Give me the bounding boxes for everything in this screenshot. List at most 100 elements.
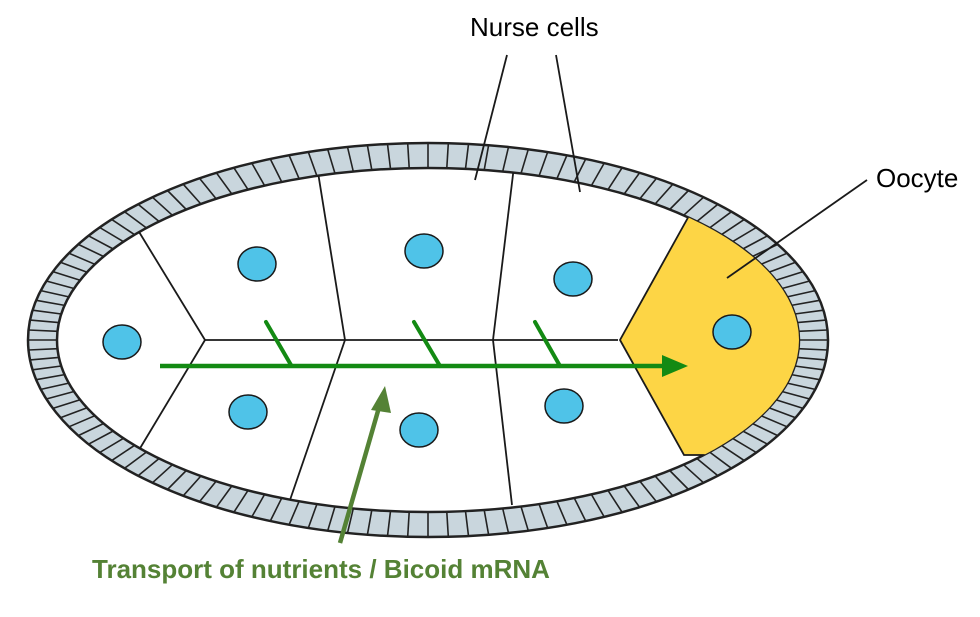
nucleus-lower-3	[544, 388, 584, 424]
follicle-cell-divider	[52, 398, 81, 410]
follicle-cell-divider	[151, 464, 173, 484]
follicle-cell-divider	[446, 511, 450, 537]
follicle-cell-divider	[288, 500, 300, 526]
nucleus-lower-2	[399, 412, 439, 448]
nucleus-upper-1	[237, 246, 277, 282]
follicle-cell-divider	[538, 503, 549, 529]
follicle-cell-divider	[556, 154, 568, 180]
oocyte-pointer	[726, 179, 868, 279]
follicle-cell-divider	[683, 196, 705, 216]
label-pointers	[474, 54, 868, 279]
follicle-cell-divider	[77, 422, 104, 437]
follicle-cell-divider	[326, 506, 336, 531]
follicle-cell-divider	[215, 172, 233, 195]
follicle-cell-divider	[483, 145, 490, 171]
follicle-cell-divider	[787, 382, 816, 391]
follicle-cell-divider	[760, 252, 788, 266]
follicle-cell-divider	[166, 469, 187, 491]
follicle-cell-divider	[683, 464, 705, 484]
follicle-cell-divider	[111, 218, 136, 236]
nucleus-upper-2	[404, 233, 444, 269]
follicle-cell-divider	[791, 299, 820, 307]
follicle-cell-divider	[32, 365, 62, 371]
nurse-cells-label: Nurse cells	[470, 12, 599, 42]
transport-label: Transport of nutrients / Bicoid mRNA	[92, 554, 550, 584]
follicle-cell-divider	[590, 162, 605, 186]
follicle-cell-divider	[366, 145, 373, 171]
follicle-cell-divider	[760, 414, 788, 428]
membrane-upper-1	[315, 168, 346, 341]
follicle-cell-divider	[590, 494, 605, 518]
follicle-cell-divider	[111, 444, 136, 462]
follicle-cell-divider	[269, 158, 283, 183]
follicle-cell-divider	[124, 211, 147, 229]
follicle-cell-divider	[182, 475, 202, 497]
follicle-cell-divider	[720, 218, 745, 236]
follicle-cell-divider	[720, 444, 745, 462]
follicle-cell-divider	[386, 511, 392, 537]
follicle-cell-divider	[607, 489, 623, 513]
follicle-cell-divider	[288, 154, 300, 180]
follicle-cell-divider	[137, 457, 160, 477]
follicle-cell-divider	[30, 319, 59, 324]
follicle-cell-divider	[538, 151, 549, 177]
follicle-cell-divider	[709, 211, 732, 229]
follicle-cell-divider	[742, 430, 768, 445]
follicle-cell-divider	[654, 475, 674, 497]
follicle-cell-divider	[36, 299, 65, 307]
follicle-cell-divider	[696, 457, 719, 477]
follicle-cell-divider	[669, 469, 690, 491]
follicle-cell-divider	[28, 329, 58, 333]
follicle-cell-divider	[639, 480, 658, 503]
follicle-cell-divider	[654, 183, 674, 205]
follicle-cell-divider	[346, 146, 355, 172]
follicle-cell-divider	[46, 390, 75, 400]
nucleus-left	[102, 324, 142, 360]
follicle-cell-divider	[68, 252, 96, 266]
follicle-cell-divider	[269, 497, 283, 522]
follicle-cell-divider	[99, 437, 124, 454]
follicle-cell-divider	[483, 509, 490, 535]
follicle-cell-divider	[30, 356, 59, 361]
follicle-cell-divider	[573, 158, 587, 183]
nucleus-oocyte	[712, 314, 752, 350]
follicle-cell-divider	[768, 407, 796, 419]
follicle-cell-divider	[797, 319, 826, 324]
follicle-cell-divider	[797, 356, 826, 361]
follicle-cell-divider	[520, 149, 530, 174]
follicle-cell-divider	[669, 189, 690, 211]
follicle-cell-divider	[386, 143, 392, 169]
follicle-cell-divider	[251, 162, 266, 186]
follicle-cell-divider	[307, 151, 318, 177]
transport-label-arrowhead	[371, 386, 391, 413]
follicle-cell-divider	[406, 511, 410, 537]
follicle-cell-divider	[137, 203, 160, 223]
follicle-cell-divider	[151, 196, 173, 216]
follicle-cell-divider	[781, 280, 810, 290]
follicle-cell-divider	[32, 309, 62, 315]
nurse-pointer-2	[555, 54, 581, 193]
follicle-cell-divider	[40, 382, 69, 391]
follicle-cell-divider	[794, 365, 824, 371]
follicle-cell-divider	[233, 167, 249, 191]
follicle-cell-divider	[406, 143, 410, 169]
nurse-pointer-1	[474, 54, 508, 181]
follicle-cell-divider	[60, 261, 88, 273]
membrane-lower-left	[129, 339, 206, 466]
follicle-cell-divider	[52, 270, 81, 282]
follicle-cell-divider	[791, 373, 820, 381]
follicle-cell-divider	[787, 289, 816, 298]
follicle-cell-divider	[794, 309, 824, 315]
follicle-cell-divider	[752, 422, 779, 437]
follicle-cell-divider	[742, 235, 768, 250]
follicle-cell-divider	[68, 414, 96, 428]
follicle-cell-divider	[366, 509, 373, 535]
follicle-cell-divider	[623, 485, 641, 508]
follicle-cell-divider	[28, 347, 58, 351]
follicle-cell-divider	[798, 329, 828, 333]
follicle-cell-divider	[326, 149, 336, 174]
follicle-cell-divider	[520, 506, 530, 531]
follicle-cell-divider	[88, 430, 114, 445]
